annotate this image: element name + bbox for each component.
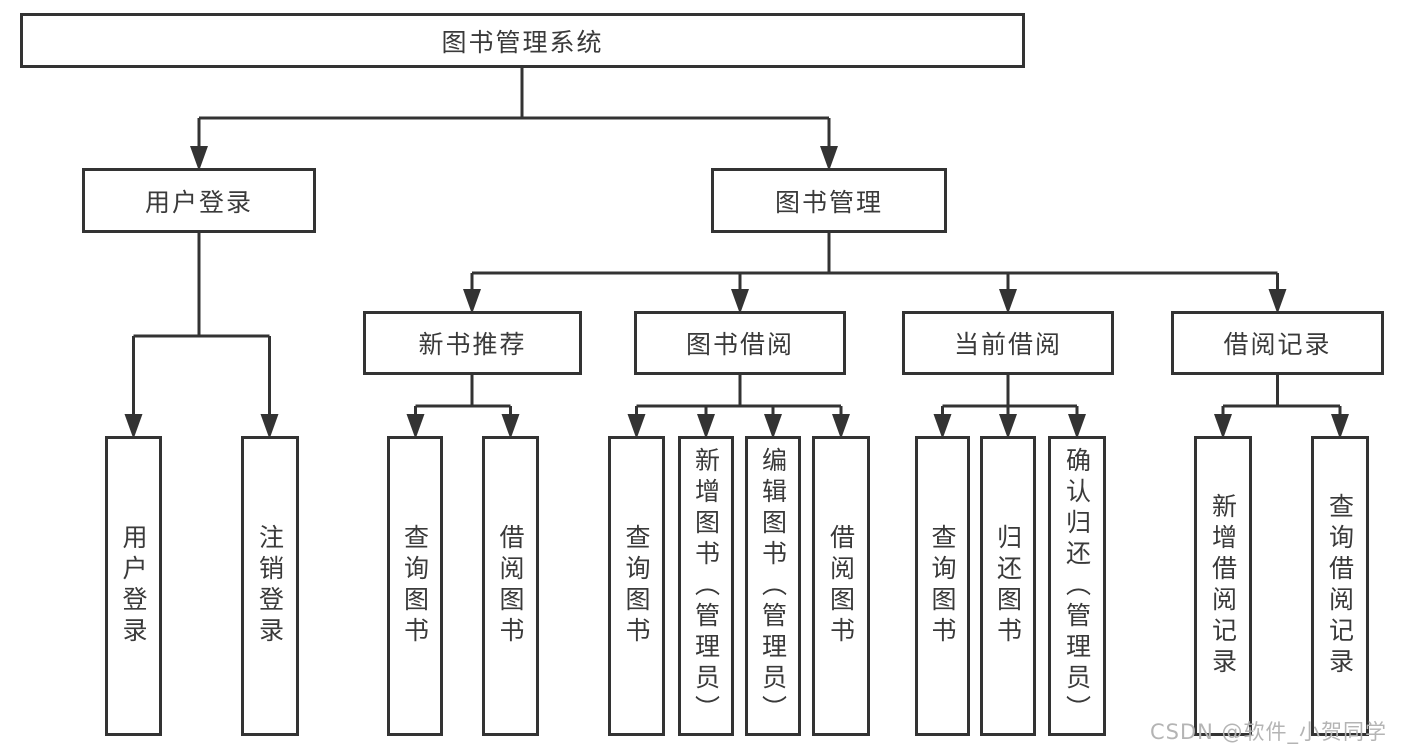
node-label: 图书管理系统 xyxy=(441,27,604,57)
leaf-edit-books-admin: 编辑图书（管理员） xyxy=(745,436,801,736)
node-label: 当前借阅 xyxy=(953,330,1062,359)
node-label: 图书管理 xyxy=(774,187,883,217)
leaf-return-books: 归还图书 xyxy=(980,436,1036,736)
node-book-borrowing: 图书借阅 xyxy=(634,311,846,375)
leaf-label: 新增图书（管理员） xyxy=(691,446,721,726)
leaf-query-books-borrowing: 查询图书 xyxy=(608,436,665,736)
leaf-user-login: 用户登录 xyxy=(105,436,162,736)
node-label: 图书借阅 xyxy=(685,330,794,359)
node-label: 新书推荐 xyxy=(418,330,527,359)
leaf-borrow-books-borrowing: 借阅图书 xyxy=(812,436,870,736)
leaf-add-books-admin: 新增图书（管理员） xyxy=(678,436,734,736)
leaf-label: 查询图书 xyxy=(928,524,957,648)
leaf-label: 查询借阅记录 xyxy=(1325,493,1355,679)
leaf-label: 新增借阅记录 xyxy=(1208,493,1238,679)
node-book-management: 图书管理 xyxy=(711,168,947,233)
leaf-query-borrow-record: 查询借阅记录 xyxy=(1311,436,1369,736)
leaf-label: 注销登录 xyxy=(255,524,285,648)
csdn-watermark: CSDN @软件_小贺同学 xyxy=(1150,720,1388,744)
leaf-label: 借阅图书 xyxy=(496,524,525,648)
leaf-label: 查询图书 xyxy=(400,524,430,648)
node-label: 借阅记录 xyxy=(1223,330,1332,359)
node-library-management-system: 图书管理系统 xyxy=(20,13,1025,68)
leaf-query-books-current: 查询图书 xyxy=(915,436,970,736)
leaf-label: 借阅图书 xyxy=(826,524,856,648)
node-user-login: 用户登录 xyxy=(82,168,316,233)
leaf-label: 确认归还（管理员） xyxy=(1062,446,1092,726)
leaf-label: 查询图书 xyxy=(622,524,651,648)
leaf-query-books-recommend: 查询图书 xyxy=(387,436,443,736)
node-label: 用户登录 xyxy=(144,187,253,217)
node-new-book-recommendation: 新书推荐 xyxy=(363,311,582,375)
node-current-borrowing: 当前借阅 xyxy=(902,311,1114,375)
node-borrowing-records: 借阅记录 xyxy=(1171,311,1384,375)
leaf-borrow-books-recommend: 借阅图书 xyxy=(482,436,539,736)
leaf-logout: 注销登录 xyxy=(241,436,299,736)
leaf-confirm-return-admin: 确认归还（管理员） xyxy=(1048,436,1106,736)
leaf-label: 归还图书 xyxy=(993,524,1023,648)
leaf-label: 用户登录 xyxy=(119,524,148,648)
leaf-add-borrow-record: 新增借阅记录 xyxy=(1194,436,1252,736)
leaf-label: 编辑图书（管理员） xyxy=(758,446,788,726)
